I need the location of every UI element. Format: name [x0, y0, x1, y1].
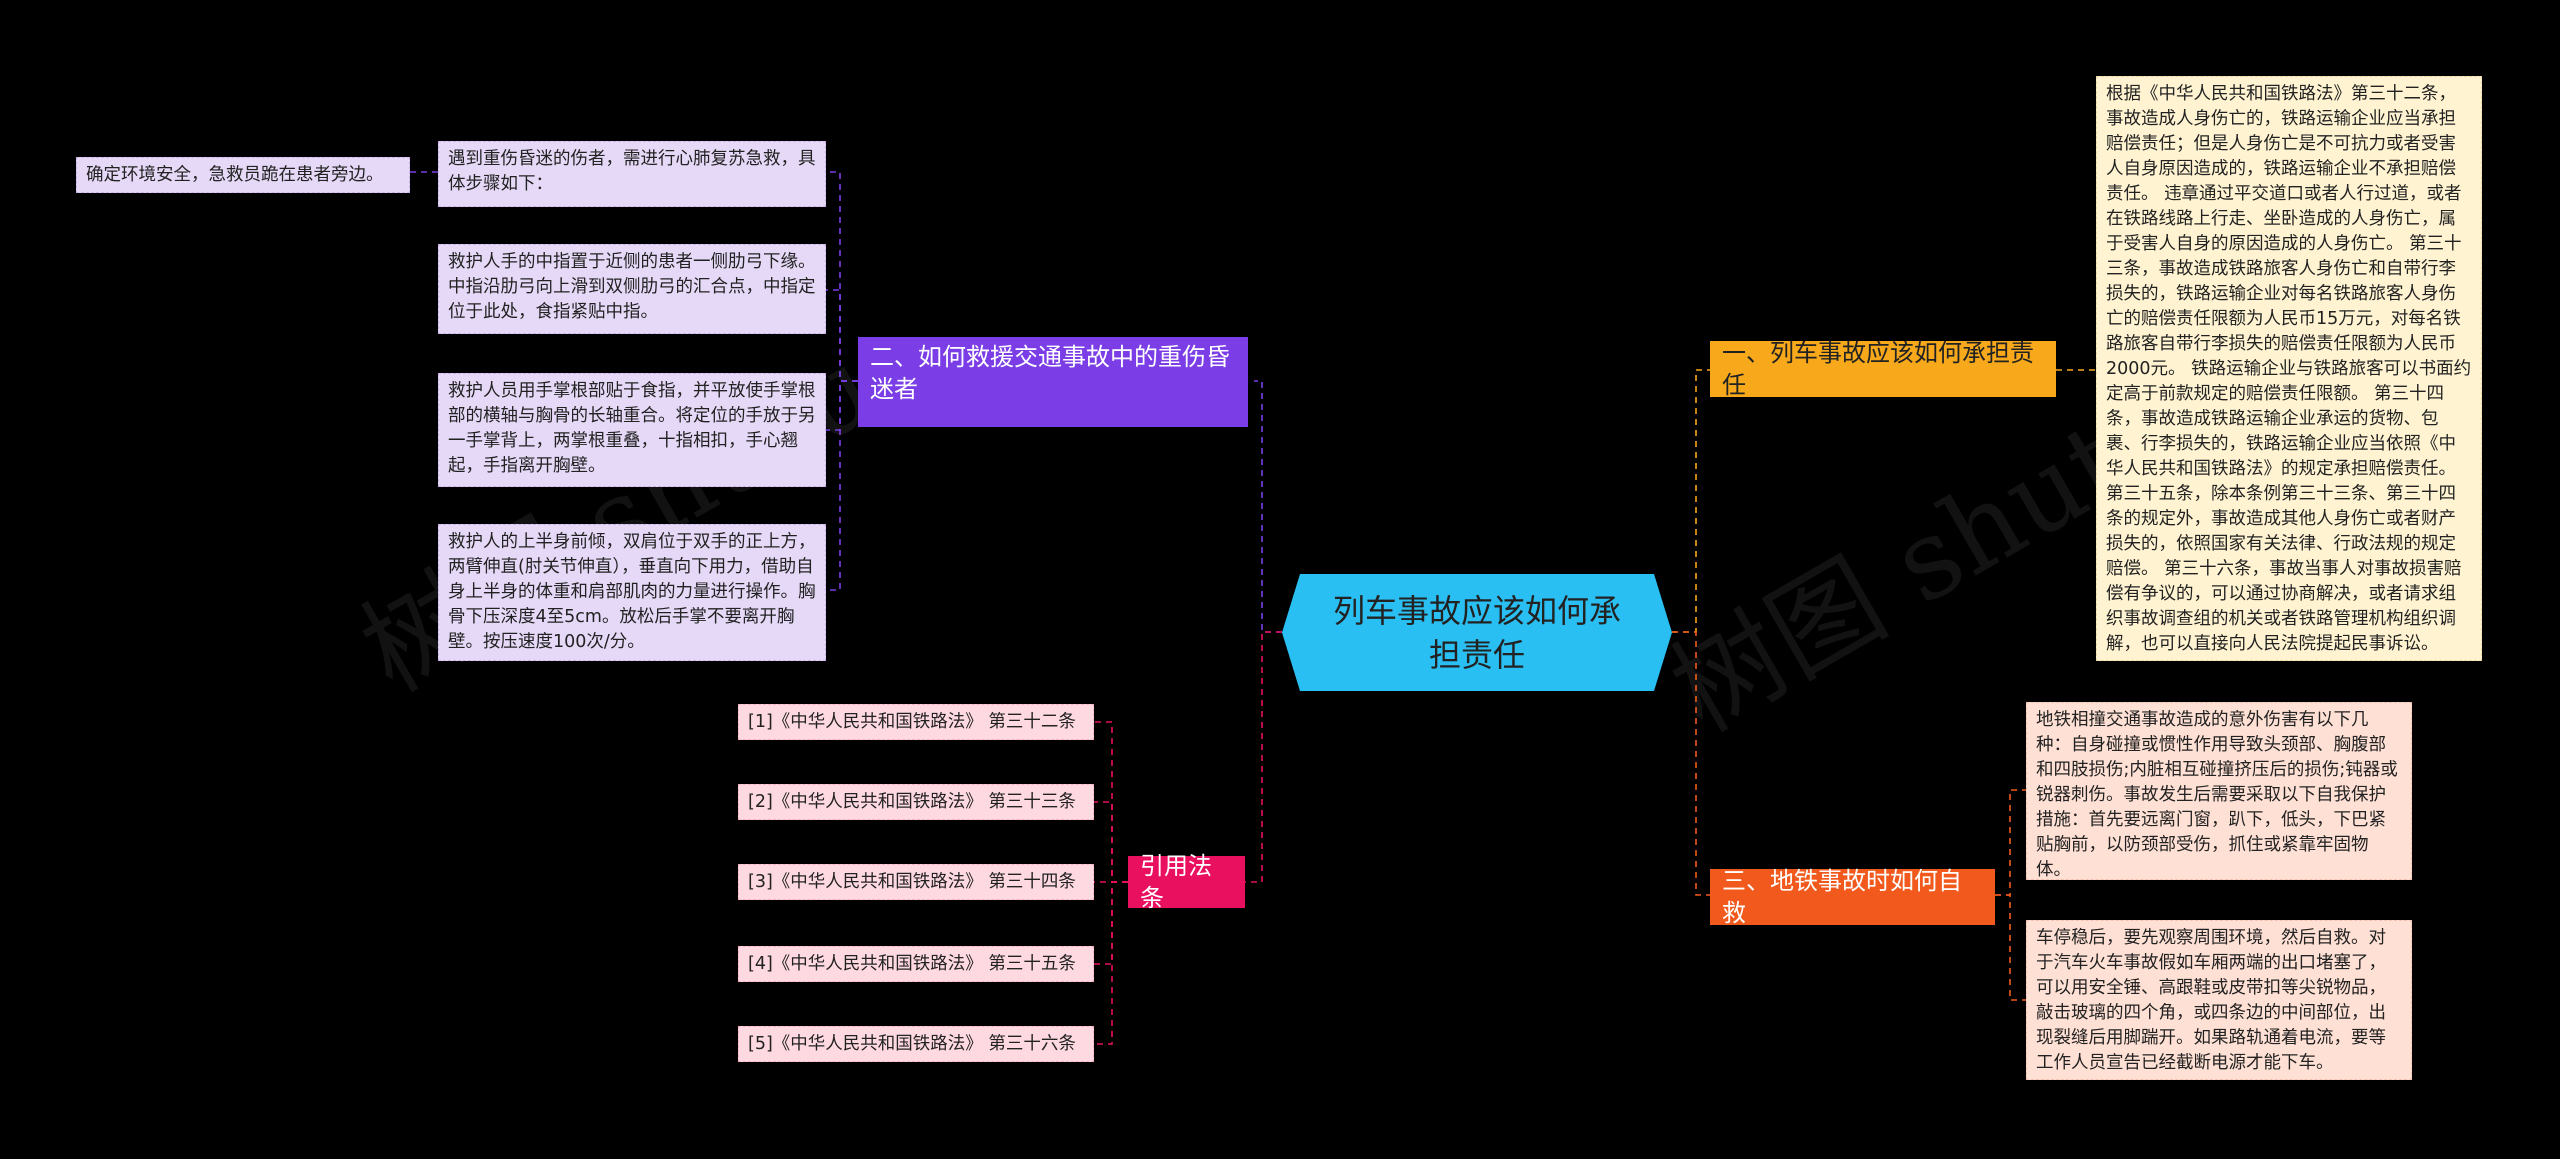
link-b4-c2 — [1094, 801, 1128, 883]
link-b2-c1 — [826, 171, 858, 382]
link-b4-c1 — [1094, 721, 1128, 883]
law-citation-3[interactable]: [3]《中华人民共和国铁路法》 第三十四条 — [738, 864, 1094, 900]
law-citation-4[interactable]: [4]《中华人民共和国铁路法》 第三十五条 — [738, 946, 1094, 982]
law-citation-5[interactable]: [5]《中华人民共和国铁路法》 第三十六条 — [738, 1026, 1094, 1062]
rescue-step-hands: 救护人员用手掌根部贴于食指，并平放使手掌根部的横轴与胸骨的长轴重合。将定位的手放… — [438, 373, 826, 487]
law-citation-1[interactable]: [1]《中华人民共和国铁路法》 第三十二条 — [738, 704, 1094, 740]
subway-injury-text: 地铁相撞交通事故造成的意外伤害有以下几种：自身碰撞或惯性作用导致头颈部、胸腹部和… — [2026, 702, 2412, 880]
subway-escape-text: 车停稳后，要先观察周围环境，然后自救。对于汽车火车事故假如车厢两端的出口堵塞了，… — [2026, 920, 2412, 1080]
liability-detail-text: 根据《中华人民共和国铁路法》第三十二条，事故造成人身伤亡的，铁路运输企业应当承担… — [2096, 76, 2482, 661]
link-b2-c4 — [826, 380, 858, 591]
link-b4-c5 — [1094, 881, 1128, 1045]
link-center-b3 — [1672, 631, 1710, 896]
rescue-sub-safety: 确定环境安全，急救员跪在患者旁边。 — [76, 157, 410, 193]
central-topic[interactable]: 列车事故应该如何承担责任 — [1282, 574, 1672, 691]
link-b2-c2 — [826, 289, 858, 382]
branch-laws-label: 引用法条 — [1140, 852, 1212, 912]
branch-liability-label: 一、列车事故应该如何承担责任 — [1722, 339, 2034, 399]
link-b2-c3 — [826, 380, 858, 431]
rescue-step-locate: 救护人手的中指置于近侧的患者一侧肋弓下缘。中指沿肋弓向上滑到双侧肋弓的汇合点，中… — [438, 244, 826, 334]
rescue-step-compress: 救护人的上半身前倾，双肩位于双手的正上方，两臂伸直(肘关节伸直），垂直向下用力，… — [438, 524, 826, 661]
link-center-b1 — [1672, 369, 1710, 633]
link-b3-c2 — [1995, 894, 2026, 1001]
branch-rescue[interactable]: 二、如何救援交通事故中的重伤昏迷者 — [858, 337, 1248, 427]
link-b4-c4 — [1094, 881, 1128, 965]
rescue-step-intro: 遇到重伤昏迷的伤者，需进行心肺复苏急救，具体步骤如下： — [438, 141, 826, 207]
branch-subway[interactable]: 三、地铁事故时如何自救 — [1710, 867, 1995, 927]
branch-liability[interactable]: 一、列车事故应该如何承担责任 — [1710, 339, 2056, 399]
branch-subway-label: 三、地铁事故时如何自救 — [1722, 867, 1962, 927]
link-center-b4 — [1245, 631, 1282, 883]
branch-laws[interactable]: 引用法条 — [1128, 852, 1245, 912]
link-b3-c1 — [1995, 789, 2026, 896]
central-topic-label: 列车事故应该如何承担责任 — [1332, 591, 1621, 674]
link-center-b2 — [1254, 380, 1282, 633]
branch-rescue-label: 二、如何救援交通事故中的重伤昏迷者 — [870, 343, 1230, 403]
law-citation-2[interactable]: [2]《中华人民共和国铁路法》 第三十三条 — [738, 784, 1094, 820]
